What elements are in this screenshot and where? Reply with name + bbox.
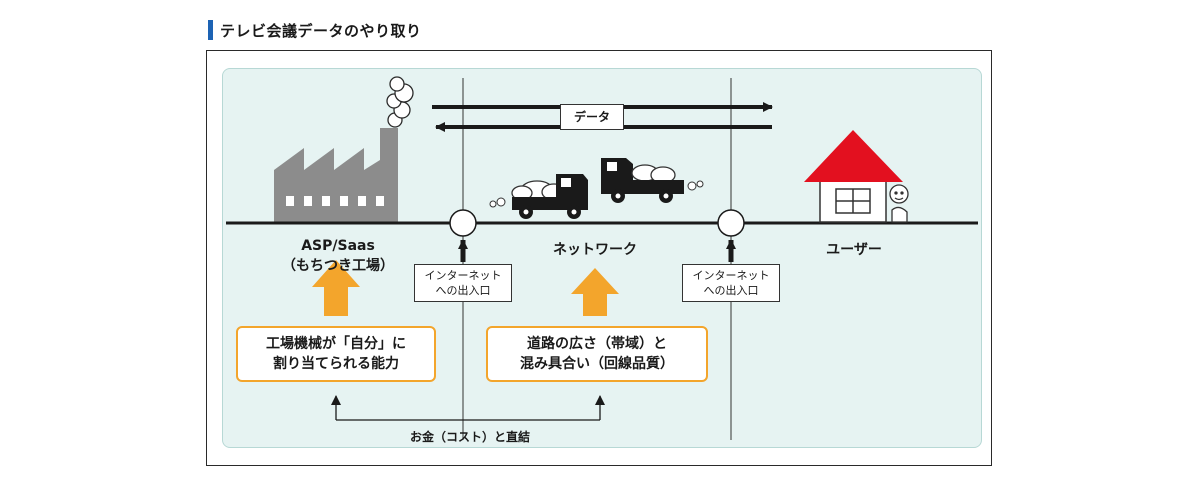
truck-icon [601, 158, 704, 203]
gateway-box-left: インターネット への出入口 [414, 264, 512, 302]
figure-title-wrap: テレビ会議データのやり取り [208, 18, 422, 42]
diagram-panel [222, 68, 982, 448]
figure-title: テレビ会議データのやり取り [220, 21, 422, 40]
gateway-left-line2: への出入口 [435, 284, 491, 297]
gateway-node-right [717, 209, 745, 237]
title-accent-bar [208, 20, 213, 40]
gateway-right-line2: への出入口 [703, 284, 759, 297]
machine-capacity-box: 工場機械が「自分」に 割り当てられる能力 [236, 326, 436, 382]
orange-arrow-left [312, 260, 360, 316]
cost-label: お金（コスト）と直結 [409, 430, 530, 444]
network-label: ネットワーク [553, 242, 637, 258]
truck-icon [489, 174, 588, 219]
provider-description: （もちつき工場） [282, 258, 394, 274]
gateway-right-line1: インターネット [692, 269, 770, 282]
person-icon [889, 184, 909, 223]
gateway-node-left [449, 209, 477, 237]
provider-name: ASP/Saas [301, 238, 375, 254]
road-box-line1: 道路の広さ（帯域）と [527, 336, 667, 352]
data-label: データ [560, 104, 624, 130]
diagram-frame [206, 50, 992, 466]
provider-label: ASP/Saas （もちつき工場） [268, 236, 408, 276]
factory-icon [274, 128, 398, 222]
gateway-box-right: インターネット への出入口 [682, 264, 780, 302]
gateway-left-line1: インターネット [424, 269, 502, 282]
orange-arrow-center [571, 268, 619, 316]
smoke-icon [386, 76, 414, 128]
house-icon [804, 130, 903, 223]
user-label: ユーザー [826, 242, 882, 258]
machine-box-line1: 工場機械が「自分」に [266, 336, 406, 352]
road-bandwidth-box: 道路の広さ（帯域）と 混み具合い（回線品質） [486, 326, 708, 382]
road-box-line2: 混み具合い（回線品質） [520, 356, 674, 372]
machine-box-line2: 割り当てられる能力 [273, 356, 399, 372]
